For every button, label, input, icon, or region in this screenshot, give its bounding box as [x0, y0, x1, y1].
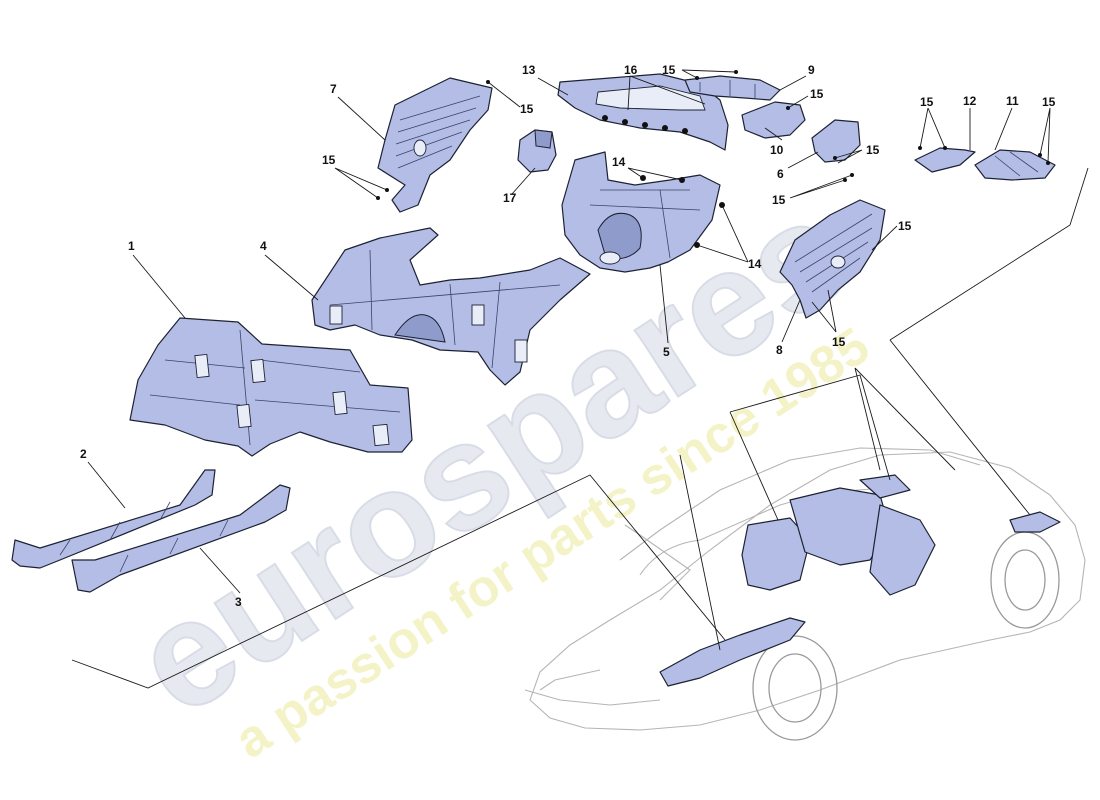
callout-15g: 15	[898, 219, 912, 233]
callout-labels: 1 2 3 4 5 6 7 8 9 10 11 12 13 14 14 15 1…	[80, 63, 1056, 609]
callout-3: 3	[235, 595, 242, 609]
part-1-floor-mat	[129, 317, 413, 457]
callout-11: 11	[1006, 94, 1019, 108]
callout-5: 5	[663, 345, 670, 359]
front-wheel	[752, 635, 838, 741]
callout-14a: 14	[612, 155, 626, 169]
part-7-rear-panel	[377, 77, 493, 213]
part-3-sill-strip	[71, 484, 291, 593]
part-9-cover	[684, 75, 781, 101]
watermark: eurospares a passion for parts since 198…	[105, 164, 880, 770]
part-6-bracket	[811, 119, 861, 163]
callout-15b: 15	[322, 153, 336, 167]
callout-15d: 15	[810, 87, 824, 101]
callout-6: 6	[777, 167, 784, 181]
callout-17: 17	[503, 191, 517, 205]
callout-16: 16	[624, 63, 638, 77]
callout-9: 9	[808, 63, 815, 77]
part-10-cover	[741, 101, 806, 139]
part-4-tunnel-panel	[311, 227, 591, 386]
callout-13: 13	[522, 63, 536, 77]
callout-2: 2	[80, 447, 87, 461]
leader-lines	[71, 69, 1089, 689]
callout-15c: 15	[662, 63, 676, 77]
callout-1: 1	[128, 239, 135, 253]
callout-4: 4	[260, 239, 267, 253]
callout-14b: 14	[748, 257, 762, 271]
callout-15i: 15	[920, 95, 934, 109]
part-12-cover	[914, 147, 976, 173]
part-13-bulkhead	[557, 73, 729, 151]
rear-wheel	[990, 531, 1060, 629]
parts-on-car	[659, 474, 1061, 687]
callout-7: 7	[330, 82, 337, 96]
callout-10: 10	[770, 143, 784, 157]
callout-15h: 15	[832, 335, 846, 349]
part-2-sill-strip	[11, 469, 216, 569]
part-17-bracket	[517, 129, 557, 173]
callout-12: 12	[963, 94, 977, 108]
callout-15e: 15	[866, 143, 880, 157]
part-11-cover	[974, 149, 1056, 181]
callout-15a: 15	[520, 102, 534, 116]
callout-15f: 15	[772, 193, 786, 207]
callout-8: 8	[776, 343, 783, 357]
callout-15j: 15	[1042, 95, 1056, 109]
